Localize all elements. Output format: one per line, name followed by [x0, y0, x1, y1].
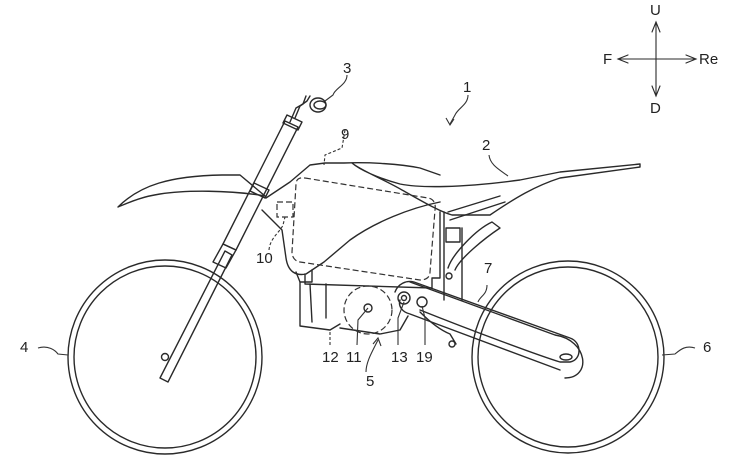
- orientation-up-label: U: [650, 2, 661, 19]
- label-6: 6: [703, 339, 712, 356]
- label-2: 2: [482, 137, 491, 154]
- orientation-down-label: D: [650, 100, 661, 117]
- orientation-front-label: F: [603, 51, 613, 68]
- label-19: 19: [416, 349, 433, 366]
- front-fender: [117, 174, 266, 208]
- orientation-rear-label: Re: [699, 51, 719, 68]
- front-wheel: [67, 259, 263, 455]
- leader-lines: [37, 74, 696, 373]
- label-4: 4: [20, 339, 29, 356]
- label-10: 10: [256, 250, 273, 267]
- label-1: 1: [463, 79, 472, 96]
- label-3: 3: [343, 60, 352, 77]
- frame-body: [261, 162, 441, 335]
- label-7: 7: [484, 260, 493, 277]
- seat: [351, 162, 641, 216]
- front-fork: [159, 95, 327, 383]
- label-13: 13: [391, 349, 408, 366]
- label-9: 9: [341, 126, 350, 143]
- controller: [276, 201, 294, 218]
- motor: [343, 285, 393, 335]
- rear-wheel: [471, 260, 665, 454]
- label-11: 11: [346, 349, 362, 366]
- orientation-arrows: [616, 20, 698, 98]
- label-12: 12: [322, 349, 339, 366]
- swing-arm: [394, 280, 584, 379]
- label-5: 5: [366, 373, 375, 390]
- rear-subframe: [443, 195, 506, 301]
- battery: [291, 177, 436, 281]
